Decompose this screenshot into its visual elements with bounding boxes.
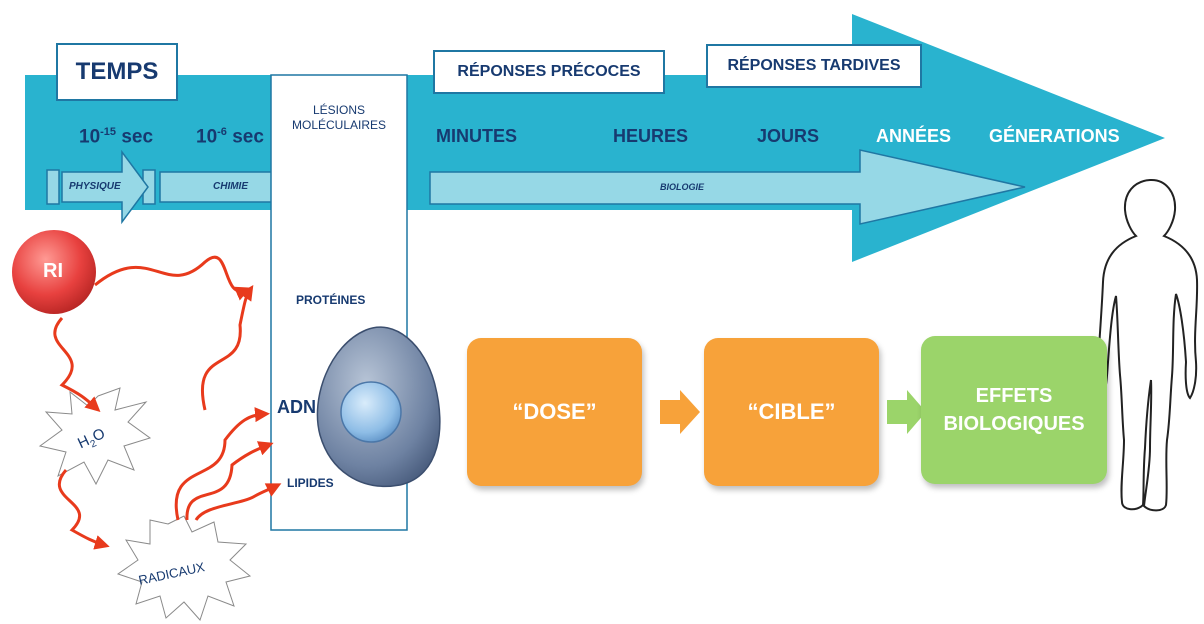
time-scale-femtoseconds: 10-15 sec: [79, 126, 154, 148]
effects-line2: BIOLOGIQUES: [943, 413, 1085, 435]
phase-arrow-physics: [61, 149, 149, 225]
time-label: TEMPS: [75, 58, 159, 85]
radiation-arrow-icon: [57, 469, 110, 550]
time-hours: HEURES: [613, 126, 689, 146]
effects-line1: EFFETS: [975, 385, 1053, 407]
phase-chemistry-label: CHIMIE: [213, 181, 248, 192]
phase-biology-label: BIOLOGIE: [660, 182, 705, 192]
radiation-arrow-icon: [94, 255, 251, 301]
time-generations: GÉNERATIONS: [989, 126, 1120, 146]
phase-physics-label: PHYSIQUE: [69, 181, 121, 192]
dna-label: ADN: [277, 397, 316, 417]
radiation-arrow-icon: [174, 407, 270, 521]
dose-label: “DOSE”: [512, 399, 597, 424]
proteins-label: PROTÉINES: [296, 293, 366, 307]
time-scale-microseconds: 10-6 sec: [196, 126, 264, 148]
radiation-arrow-icon: [200, 285, 254, 411]
stage-arrow-icon: [660, 390, 700, 434]
time-minutes: MINUTES: [436, 126, 517, 146]
radiation-arrow-icon: [194, 483, 282, 521]
time-days: JOURS: [757, 126, 820, 146]
late-responses-box: RÉPONSES TARDIVES: [706, 44, 922, 88]
target-label: “CIBLE”: [747, 399, 836, 424]
target-box: “CIBLE”: [704, 338, 879, 486]
biological-effects-box: EFFETS BIOLOGIQUES: [921, 336, 1107, 484]
late-responses-label: RÉPONSES TARDIVES: [727, 57, 901, 74]
early-responses-box: RÉPONSES PRÉCOCES: [433, 50, 665, 94]
radiation-arrow-icon: [185, 441, 274, 521]
early-responses-label: RÉPONSES PRÉCOCES: [457, 63, 641, 80]
time-years: ANNÉES: [876, 126, 952, 146]
ri-sphere-icon: [12, 230, 96, 314]
stage-arrow-icon: [887, 390, 926, 434]
radiation-arrow-icon: [53, 316, 101, 413]
radicals-burst-icon: [116, 515, 252, 621]
ri-label: RI: [43, 260, 63, 282]
lipids-label: LIPIDES: [287, 476, 334, 490]
phase-arrow-biology: [429, 149, 1026, 225]
phase-bar-start: [46, 169, 60, 205]
dose-box: “DOSE”: [467, 338, 642, 486]
human-silhouette-icon: [1096, 178, 1199, 512]
time-label-box: TEMPS: [56, 43, 178, 101]
nucleus-icon: [340, 381, 402, 443]
h2o-burst-icon: [38, 387, 152, 486]
lesion-title: LÉSIONS MOLÉCULAIRES: [291, 103, 387, 132]
